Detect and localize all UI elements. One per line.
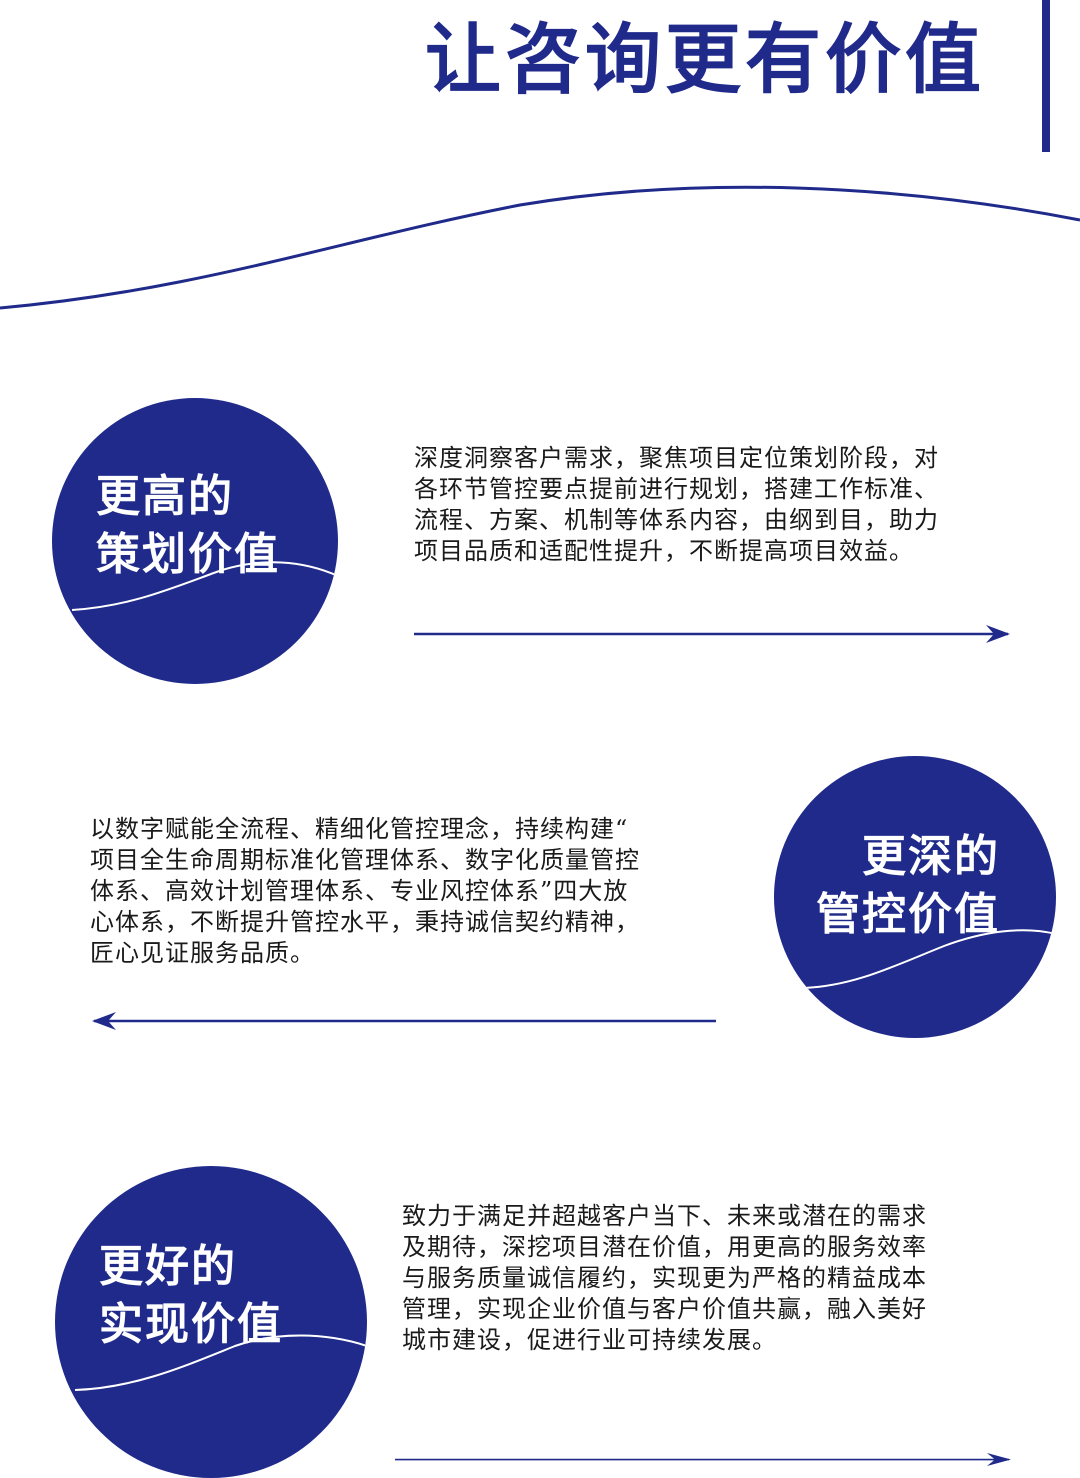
description-line: 及期待，深挖项目潜在价值，用更高的服务效率 <box>402 1233 927 1261</box>
realization-description: 致力于满足并超越客户当下、未来或潜在的需求 及期待，深挖项目潜在价值，用更高的服… <box>402 1201 1022 1356</box>
left-arrow-icon <box>92 1012 716 1030</box>
right-arrow-icon <box>414 625 1010 643</box>
description-line: 管理，实现企业价值与客户价值共赢，融入美好 <box>402 1295 927 1323</box>
circle-label-line2: 管控价值 <box>816 889 1000 940</box>
control-description: 以数字赋能全流程、精细化管控理念，持续构建“ 项目全生命周期标准化管理体系、数字… <box>90 814 730 969</box>
description-line: 项目全生命周期标准化管理体系、数字化质量管控 <box>90 846 640 874</box>
circle-label-line1: 更好的 <box>99 1241 237 1292</box>
description-line: 流程、方案、机制等体系内容，由纲到目，助力 <box>414 506 939 534</box>
planning-description: 深度洞察客户需求，聚焦项目定位策划阶段，对 各环节管控要点提前进行规划，搭建工作… <box>414 443 1024 567</box>
description-line: 以数字赋能全流程、精细化管控理念，持续构建“ <box>90 815 629 843</box>
value-circle-control: 更深的 管控价值 <box>774 756 1056 1038</box>
description-line: 项目品质和适配性提升，不断提高项目效益。 <box>414 537 914 565</box>
description-line: 各环节管控要点提前进行规划，搭建工作标准、 <box>414 475 939 503</box>
decorative-wave-line <box>0 185 1080 310</box>
circle-label-line2: 策划价值 <box>96 529 280 580</box>
description-line: 与服务质量诚信履约，实现更为严格的精益成本 <box>402 1264 927 1292</box>
description-line: 匠心见证服务品质。 <box>90 939 315 967</box>
description-line: 城市建设，促进行业可持续发展。 <box>402 1326 777 1354</box>
page-title: 让咨询更有价值 <box>425 15 985 104</box>
description-line: 心体系，不断提升管控水平，秉持诚信契约精神， <box>90 908 640 936</box>
value-circle-planning: 更高的 策划价值 <box>52 398 338 684</box>
circle-wave-decoration <box>74 1334 367 1391</box>
description-line: 体系、高效计划管理体系、专业风控体系”四大放 <box>90 877 629 905</box>
vertical-accent-bar <box>1042 0 1050 152</box>
right-arrow-icon <box>395 1453 1011 1466</box>
value-circle-realization: 更好的 实现价值 <box>55 1166 367 1478</box>
circle-label-line1: 更高的 <box>96 471 234 522</box>
circle-label: 更深的 管控价值 <box>816 828 1000 944</box>
circle-label: 更高的 策划价值 <box>96 468 280 584</box>
circle-wave-decoration <box>803 929 1056 989</box>
circle-wave-decoration <box>71 561 338 611</box>
circle-label: 更好的 实现价值 <box>99 1238 283 1354</box>
circle-label-line1: 更深的 <box>862 831 1000 882</box>
description-line: 致力于满足并超越客户当下、未来或潜在的需求 <box>402 1202 927 1230</box>
description-line: 深度洞察客户需求，聚焦项目定位策划阶段，对 <box>414 444 939 472</box>
